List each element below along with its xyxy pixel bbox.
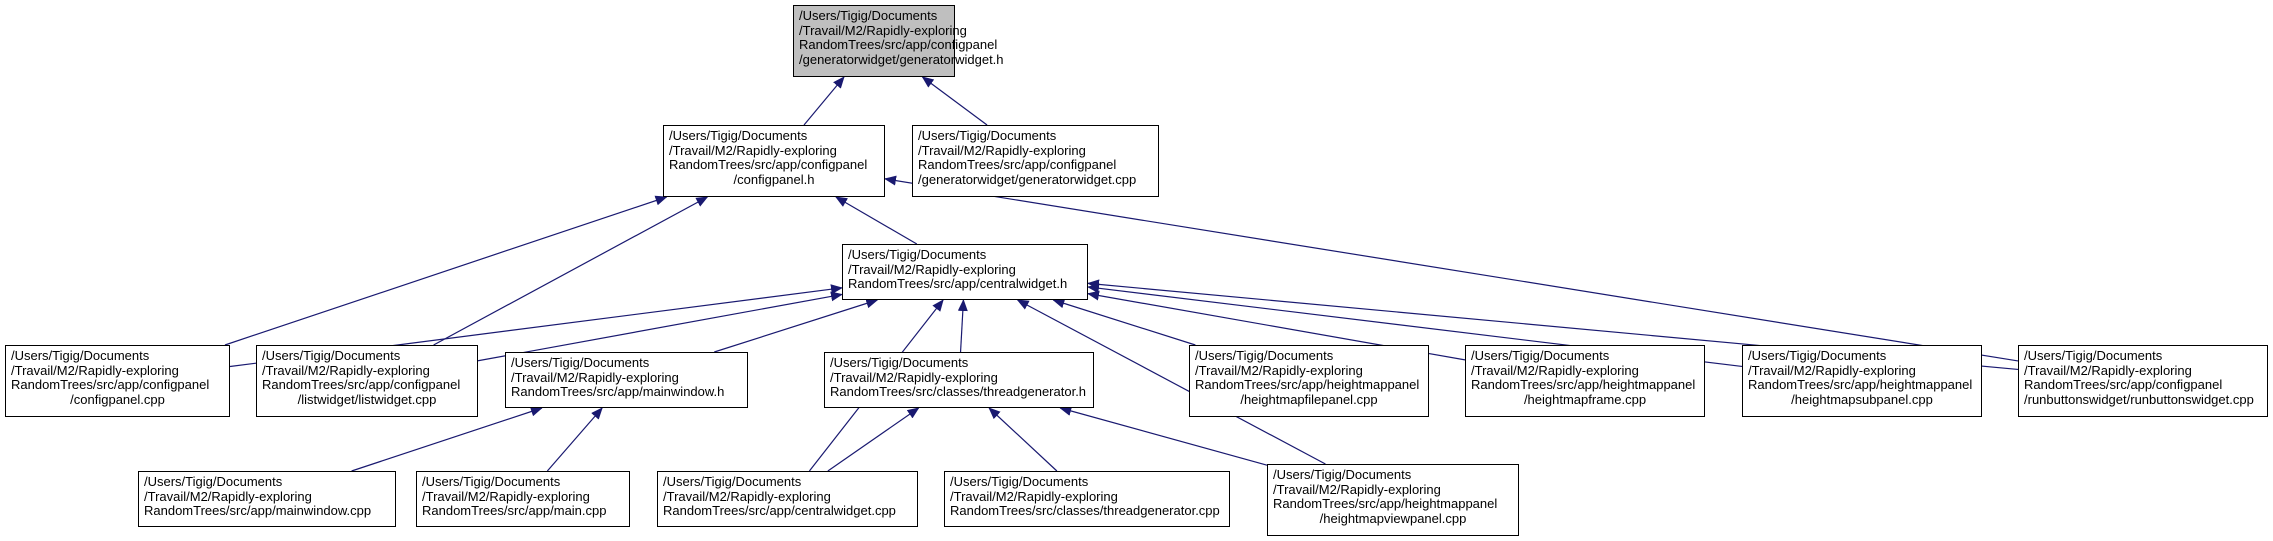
node-line: /Travail/M2/Rapidly-exploring <box>1748 362 1916 378</box>
node-line: /Travail/M2/Rapidly-exploring <box>1273 481 1441 497</box>
node-line: RandomTrees/src/app/configpanel <box>11 377 210 392</box>
node-line: /Travail/M2/Rapidly-exploring <box>830 369 998 385</box>
node-listwidget-cpp[interactable]: /Users/Tigig/Documents /Travail/M2/Rapid… <box>256 345 478 417</box>
node-line: RandomTrees/src/app/heightmappanel <box>1748 377 1973 392</box>
node-main-cpp[interactable]: /Users/Tigig/Documents /Travail/M2/Rapid… <box>416 471 630 527</box>
edge-mainwindow_cpp-to-mainwindow_h <box>351 406 543 472</box>
edge-main_cpp-to-mainwindow_h <box>546 407 603 472</box>
node-line: /Users/Tigig/Documents <box>830 355 969 370</box>
node-line: RandomTrees/src/classes/threadgenerator.… <box>950 503 1220 518</box>
node-line: /Users/Tigig/Documents <box>918 128 1057 143</box>
node-line: RandomTrees/src/app/main.cpp <box>422 503 607 518</box>
node-line: /Travail/M2/Rapidly-exploring <box>144 488 312 504</box>
node-line: /Travail/M2/Rapidly-exploring <box>11 362 179 378</box>
node-line: RandomTrees/src/app/heightmappanel <box>1273 496 1498 511</box>
node-line: /generatorwidget/generatorwidget.h <box>799 51 1004 67</box>
node-line: /Travail/M2/Rapidly-exploring <box>848 261 1016 277</box>
node-line: /configpanel.h <box>733 171 815 187</box>
node-generatorwidget-h[interactable]: /Users/Tigig/Documents /Travail/M2/Rapid… <box>793 5 1004 77</box>
node-line: /Travail/M2/Rapidly-exploring <box>511 369 679 385</box>
node-line: RandomTrees/src/app/heightmappanel <box>1471 377 1696 392</box>
node-line: /heightmapsubpanel.cpp <box>1791 391 1933 407</box>
node-line: /heightmapframe.cpp <box>1523 391 1647 407</box>
edge-centralwidget_h-to-configpanel_h <box>835 196 918 245</box>
node-line: /Users/Tigig/Documents <box>950 474 1089 489</box>
node-line: RandomTrees/src/app/mainwindow.cpp <box>144 503 372 518</box>
node-line: /Travail/M2/Rapidly-exploring <box>422 488 590 504</box>
node-line: /Travail/M2/Rapidly-exploring <box>950 488 1118 504</box>
node-line: /Users/Tigig/Documents <box>669 128 808 143</box>
node-line: /configpanel.cpp <box>70 391 165 407</box>
node-mainwindow-cpp[interactable]: /Users/Tigig/Documents /Travail/M2/Rapid… <box>138 471 396 527</box>
node-line: /Users/Tigig/Documents <box>663 474 802 489</box>
node-line: /Users/Tigig/Documents <box>1273 467 1412 482</box>
node-heightmapsubpanel-cpp[interactable]: /Users/Tigig/Documents /Travail/M2/Rapid… <box>1742 345 1982 417</box>
node-line: /Users/Tigig/Documents <box>2024 348 2163 363</box>
node-line: /Travail/M2/Rapidly-exploring <box>799 22 967 38</box>
node-line: /Users/Tigig/Documents <box>422 474 561 489</box>
node-heightmapframe-cpp[interactable]: /Users/Tigig/Documents /Travail/M2/Rapid… <box>1465 345 1705 417</box>
node-mainwindow-h[interactable]: /Users/Tigig/Documents /Travail/M2/Rapid… <box>505 352 748 408</box>
edge-heightmapviewpanel_cpp-to-threadgenerator_h <box>1059 406 1268 466</box>
node-line: /Users/Tigig/Documents <box>1471 348 1610 363</box>
node-line: RandomTrees/src/app/centralwidget.h <box>848 276 1068 291</box>
node-line: /heightmapviewpanel.cpp <box>1319 510 1467 526</box>
node-line: /Users/Tigig/Documents <box>799 8 938 23</box>
edge-threadgenerator_h-to-centralwidget_h <box>957 299 968 353</box>
node-line: /Users/Tigig/Documents <box>262 348 401 363</box>
node-runbuttonswidget-cpp[interactable]: /Users/Tigig/Documents /Travail/M2/Rapid… <box>2018 345 2268 417</box>
edge-configpanel_cpp-to-configpanel_h <box>224 195 668 346</box>
node-line: /Travail/M2/Rapidly-exploring <box>663 488 831 504</box>
edge-generatorwidget_cpp-to-root <box>921 76 988 126</box>
node-heightmapfilepanel-cpp[interactable]: /Users/Tigig/Documents /Travail/M2/Rapid… <box>1189 345 1429 417</box>
edge-runbuttonswidget_cpp-to-configpanel_h <box>884 175 2019 362</box>
node-line: /Users/Tigig/Documents <box>848 247 987 262</box>
node-centralwidget-cpp[interactable]: /Users/Tigig/Documents /Travail/M2/Rapid… <box>657 471 918 527</box>
node-line: /Travail/M2/Rapidly-exploring <box>262 362 430 378</box>
node-line: /Travail/M2/Rapidly-exploring <box>1195 362 1363 378</box>
node-line: /Travail/M2/Rapidly-exploring <box>669 142 837 158</box>
node-line: RandomTrees/src/app/configpanel <box>918 157 1117 172</box>
node-line: RandomTrees/src/app/mainwindow.h <box>511 384 725 399</box>
node-centralwidget-h[interactable]: /Users/Tigig/Documents /Travail/M2/Rapid… <box>842 244 1088 300</box>
node-threadgenerator-cpp[interactable]: /Users/Tigig/Documents /Travail/M2/Rapid… <box>944 471 1230 527</box>
node-line: RandomTrees/src/app/configpanel <box>799 37 998 52</box>
node-line: RandomTrees/src/app/centralwidget.cpp <box>663 503 896 518</box>
node-line: /generatorwidget/generatorwidget.cpp <box>918 171 1137 187</box>
node-line: /heightmapfilepanel.cpp <box>1240 391 1378 407</box>
node-line: /Users/Tigig/Documents <box>11 348 150 363</box>
node-threadgenerator-h[interactable]: /Users/Tigig/Documents /Travail/M2/Rapid… <box>824 352 1094 408</box>
node-line: RandomTrees/src/app/configpanel <box>262 377 461 392</box>
node-line: RandomTrees/src/classes/threadgenerator.… <box>830 384 1087 399</box>
node-line: RandomTrees/src/app/configpanel <box>669 157 868 172</box>
node-line: RandomTrees/src/app/configpanel <box>2024 377 2223 392</box>
node-configpanel-cpp[interactable]: /Users/Tigig/Documents /Travail/M2/Rapid… <box>5 345 230 417</box>
edge-heightmapviewpanel_cpp-to-centralwidget_h <box>1016 299 1326 465</box>
edge-mainwindow_h-to-centralwidget_h <box>714 298 879 353</box>
node-line: /Users/Tigig/Documents <box>144 474 283 489</box>
node-line: /runbuttonswidget/runbuttonswidget.cpp <box>2024 391 2254 407</box>
node-line: /Users/Tigig/Documents <box>1748 348 1887 363</box>
node-line: /listwidget/listwidget.cpp <box>297 391 437 407</box>
edge-listwidget_cpp-to-centralwidget_h <box>477 291 843 362</box>
edge-threadgenerator_cpp-to-threadgenerator_h <box>988 407 1058 472</box>
node-line: /Users/Tigig/Documents <box>511 355 650 370</box>
edge-configpanel_h-to-root <box>803 76 845 126</box>
node-line: /Travail/M2/Rapidly-exploring <box>918 142 1086 158</box>
edge-heightmapfilepanel_cpp-to-centralwidget_h <box>1052 298 1196 346</box>
edge-centralwidget_cpp-to-threadgenerator_h <box>827 407 920 472</box>
node-configpanel-h[interactable]: /Users/Tigig/Documents /Travail/M2/Rapid… <box>663 125 885 197</box>
node-line: RandomTrees/src/app/heightmappanel <box>1195 377 1420 392</box>
node-line: /Travail/M2/Rapidly-exploring <box>2024 362 2192 378</box>
node-line: /Travail/M2/Rapidly-exploring <box>1471 362 1639 378</box>
node-heightmapviewpanel-cpp[interactable]: /Users/Tigig/Documents /Travail/M2/Rapid… <box>1267 464 1519 536</box>
node-line: /Users/Tigig/Documents <box>1195 348 1334 363</box>
node-generatorwidget-cpp[interactable]: /Users/Tigig/Documents /Travail/M2/Rapid… <box>912 125 1159 197</box>
edge-listwidget_cpp-to-configpanel_h <box>433 196 709 346</box>
